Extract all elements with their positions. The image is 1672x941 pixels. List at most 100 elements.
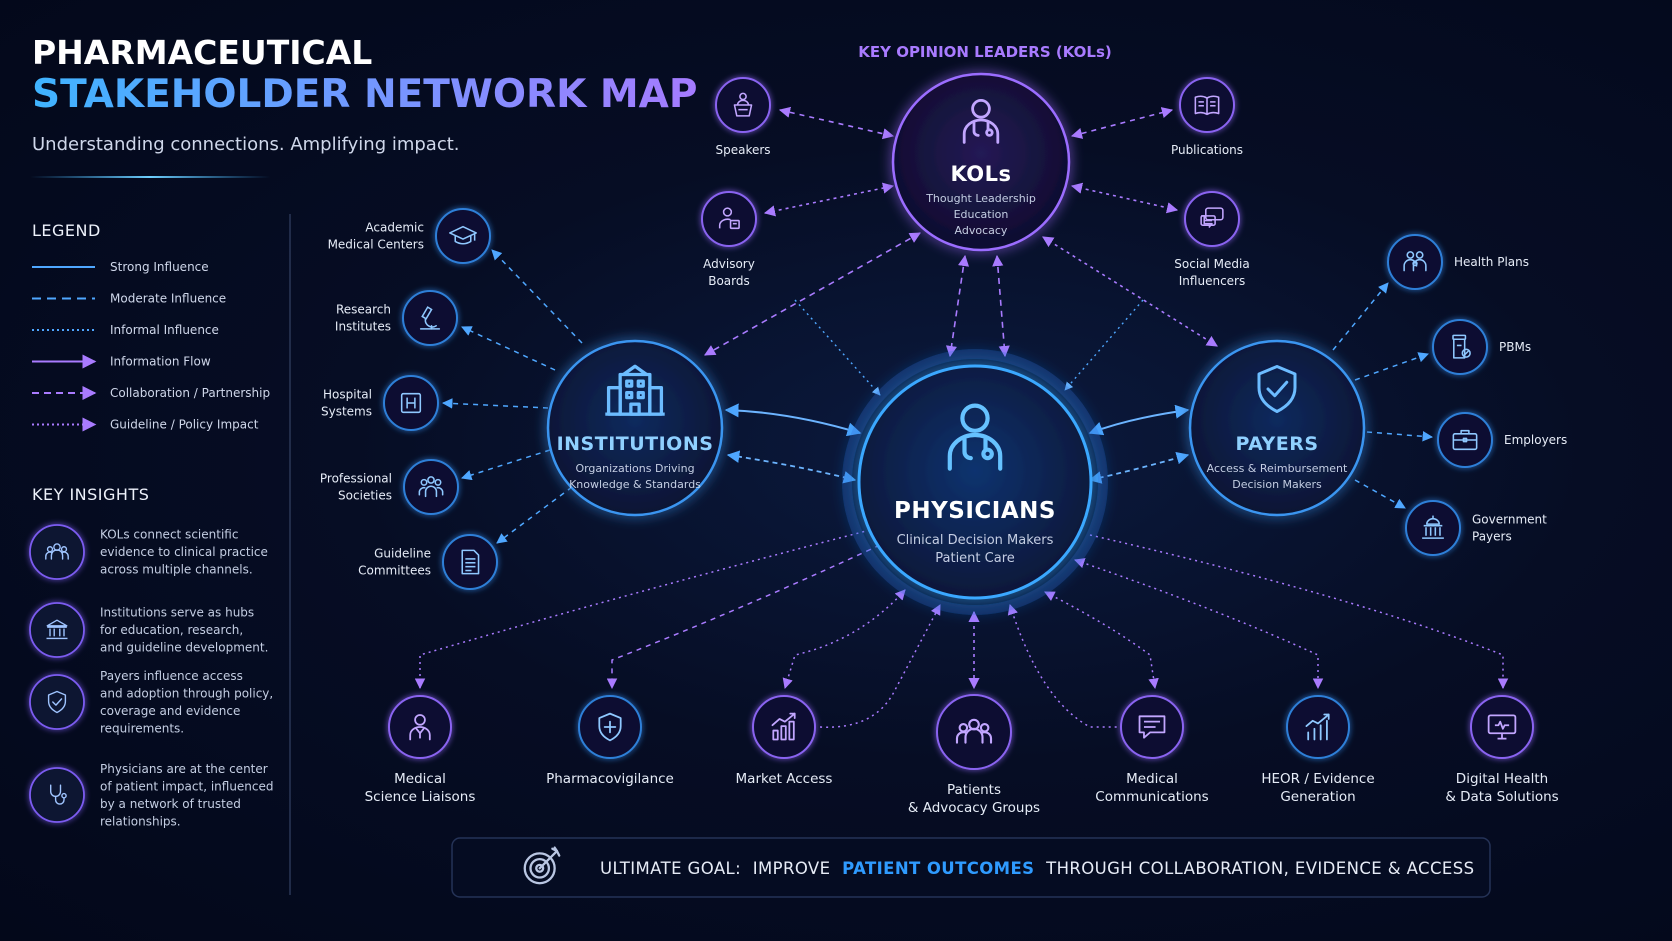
goal-banner: ULTIMATE GOAL: IMPROVE PATIENT OUTCOMES … (451, 837, 1491, 898)
hub-kols[interactable]: KEY OPINION LEADERS (KOLs) KOLs Thought … (858, 43, 1112, 252)
edge-kols-physicians-left (945, 254, 970, 358)
edge-physicians-msl (414, 529, 871, 690)
edge-inst-physicians-strong (724, 403, 862, 437)
edge-payers-employers (1366, 431, 1434, 442)
node-label: Medical (1126, 771, 1178, 787)
title-line-2: STAKEHOLDER NETWORK MAP (32, 72, 697, 117)
hub-institutions[interactable]: INSTITUTIONS Organizations Driving Knowl… (546, 339, 724, 517)
goal-prefix: ULTIMATE GOAL: (600, 859, 741, 878)
edge-kols-physicians-right (992, 254, 1010, 358)
legend-row-collaboration-partnership: Collaboration / Partnership (32, 386, 270, 400)
kols-sub-1: Thought Leadership (925, 192, 1036, 205)
legend-row-strong-influence: Strong Influence (32, 260, 209, 274)
insight-text-line: by a network of trusted (100, 797, 241, 811)
edge-physicians-digital (1089, 534, 1509, 690)
insight-text-line: for education, research, (100, 623, 243, 637)
node-label: Speakers (715, 143, 770, 157)
legend-row-information-flow: Information Flow (32, 354, 211, 369)
node-label: PBMs (1499, 340, 1531, 354)
legend-label: Informal Influence (110, 323, 219, 337)
node-label: Influencers (1179, 274, 1245, 288)
node-label: Institutes (335, 320, 391, 334)
insight-text-line: Physicians are at the center (100, 762, 268, 776)
edge-physicians-market-access (782, 589, 906, 690)
insight-text-line: requirements. (100, 721, 184, 735)
node-label: Science Liaisons (365, 789, 476, 805)
payers-circle (1188, 339, 1366, 517)
goal-part-1: IMPROVE (753, 859, 831, 878)
node-label: Payers (1472, 530, 1512, 544)
node-patients-advocacy-groups[interactable]: Patients& Advocacy Groups (908, 694, 1040, 816)
node-health-plans[interactable]: Health Plans (1387, 234, 1529, 290)
legend-title: LEGEND (32, 221, 101, 240)
node-label: Medical (394, 771, 446, 787)
insight-4: Physicians are at the center of patient i… (29, 762, 274, 828)
hub-physicians[interactable]: PHYSICIANS Clinical Decision Makers Pati… (842, 349, 1108, 615)
node-label: Communications (1095, 789, 1208, 805)
insight-icon-circle (29, 767, 85, 823)
legend-label: Strong Influence (110, 260, 209, 274)
node-label: Research (336, 303, 391, 317)
legend-label: Collaboration / Partnership (110, 386, 270, 400)
node-label: & Data Solutions (1445, 789, 1558, 805)
connectors (414, 106, 1509, 728)
node-label: Pharmacovigilance (546, 771, 674, 787)
edge-payers-pbms (1354, 352, 1429, 381)
edge-kolpath-physicians (794, 299, 881, 396)
legend-label: Guideline / Policy Impact (110, 418, 259, 432)
insight-text-line: of patient impact, influenced (100, 779, 274, 793)
node-circle (936, 694, 1012, 770)
payers-sub-1: Access & Reimbursement (1207, 462, 1348, 475)
insight-text-line: evidence to clinical practice (100, 545, 268, 559)
node-label: Medical Centers (328, 238, 424, 252)
node-label: Boards (708, 274, 750, 288)
key-insights-title: KEY INSIGHTS (32, 485, 149, 504)
payers-title: PAYERS (1235, 433, 1318, 455)
edge-marketaccess-physicians (819, 604, 941, 728)
insight-icon-circle (29, 602, 85, 658)
node-circle (1184, 191, 1240, 247)
legend-label: Moderate Influence (110, 292, 226, 306)
edge-kols-publications (1070, 107, 1174, 139)
payers-sub-2: Decision Makers (1232, 478, 1322, 491)
insight-text-line: coverage and evidence (100, 704, 240, 718)
node-employers[interactable]: Employers (1437, 412, 1567, 468)
node-label: Social Media (1174, 257, 1249, 271)
goal-text: ULTIMATE GOAL: IMPROVE PATIENT OUTCOMES … (600, 859, 1474, 878)
node-circle (402, 290, 458, 346)
physicians-sub-2: Patient Care (935, 551, 1015, 566)
node-circle (1432, 319, 1488, 375)
key-insights: KEY INSIGHTS KOLs connect scientificevid… (29, 485, 274, 828)
edge-kols-social (1070, 182, 1179, 214)
node-pbms[interactable]: PBMs (1432, 319, 1531, 375)
node-market-access[interactable]: Market Access (736, 695, 833, 787)
hub-payers[interactable]: PAYERS Access & Reimbursement Decision M… (1188, 339, 1366, 517)
node-pharmacovigilance[interactable]: Pharmacovigilance (546, 695, 674, 787)
node-speakers[interactable]: Speakers (715, 77, 771, 157)
node-publications[interactable]: Publications (1171, 77, 1243, 157)
edge-inst-physicians-moderate (726, 450, 857, 484)
edge-advisory-kols (763, 182, 895, 217)
node-circle (1286, 695, 1350, 759)
node-label: HEOR / Evidence (1261, 771, 1374, 787)
node-label: Employers (1504, 433, 1567, 447)
node-label: Government (1472, 513, 1547, 527)
node-circle (752, 695, 816, 759)
node-digital-health-data-solutions[interactable]: Digital Health& Data Solutions (1445, 695, 1559, 805)
